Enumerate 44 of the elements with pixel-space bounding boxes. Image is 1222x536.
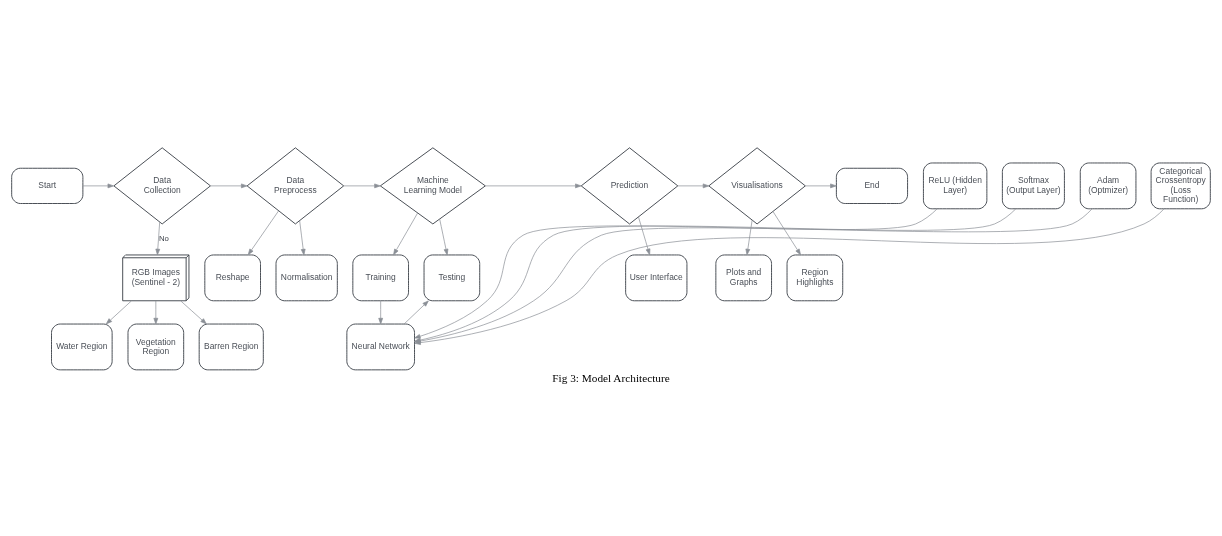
arrow [638,216,651,256]
arrow [343,183,381,189]
node-box: Reshape [204,254,261,302]
arrow [210,183,248,189]
node-diamond: Visualisations [708,147,806,225]
arrow [677,183,710,189]
node-box: Adam (Optmizer) [1079,162,1137,210]
node-box: User Interface [625,254,688,302]
node-box: Start [11,167,84,204]
arrow [105,300,132,325]
node-box: Plots and Graphs [715,254,772,302]
arrow [745,219,753,256]
arrow [805,183,837,189]
arrow [403,300,429,325]
arrow [772,211,801,256]
arrow [180,300,207,325]
node-box: End [835,167,909,204]
arrow [485,183,582,189]
node-box: Barren Region [198,323,264,371]
edge-label: No [158,234,169,244]
node-box: Softmax (Output Layer) [1001,162,1065,210]
node-box: Categorical Crossentropy (Loss Function) [1150,162,1211,210]
node-diamond: Data Collection [113,147,211,225]
node-box: Neural Network [346,323,415,371]
arrow [247,210,279,256]
arrow [378,300,383,325]
node-box: Water Region [51,323,113,371]
node-box: ReLU (Hidden Layer) [922,162,988,210]
node-box: Region Highlights [786,254,844,302]
arrow [299,220,306,256]
caption: Fig 3: Model Architecture [552,371,670,384]
node-box: Testing [423,254,481,302]
arrow [439,218,449,256]
node-diamond: Data Preprocess [246,147,345,225]
arrow [155,221,161,256]
node-diamond: Machine Learning Model [379,147,486,225]
node-box: Vegetation Region [127,323,185,371]
arrow [393,212,418,256]
arrow [82,183,114,189]
node-box: Training [352,254,409,302]
node-diamond: Prediction [580,147,679,225]
arrow [414,208,938,339]
arrow [153,300,159,325]
node-box: Normalisation [275,254,338,302]
